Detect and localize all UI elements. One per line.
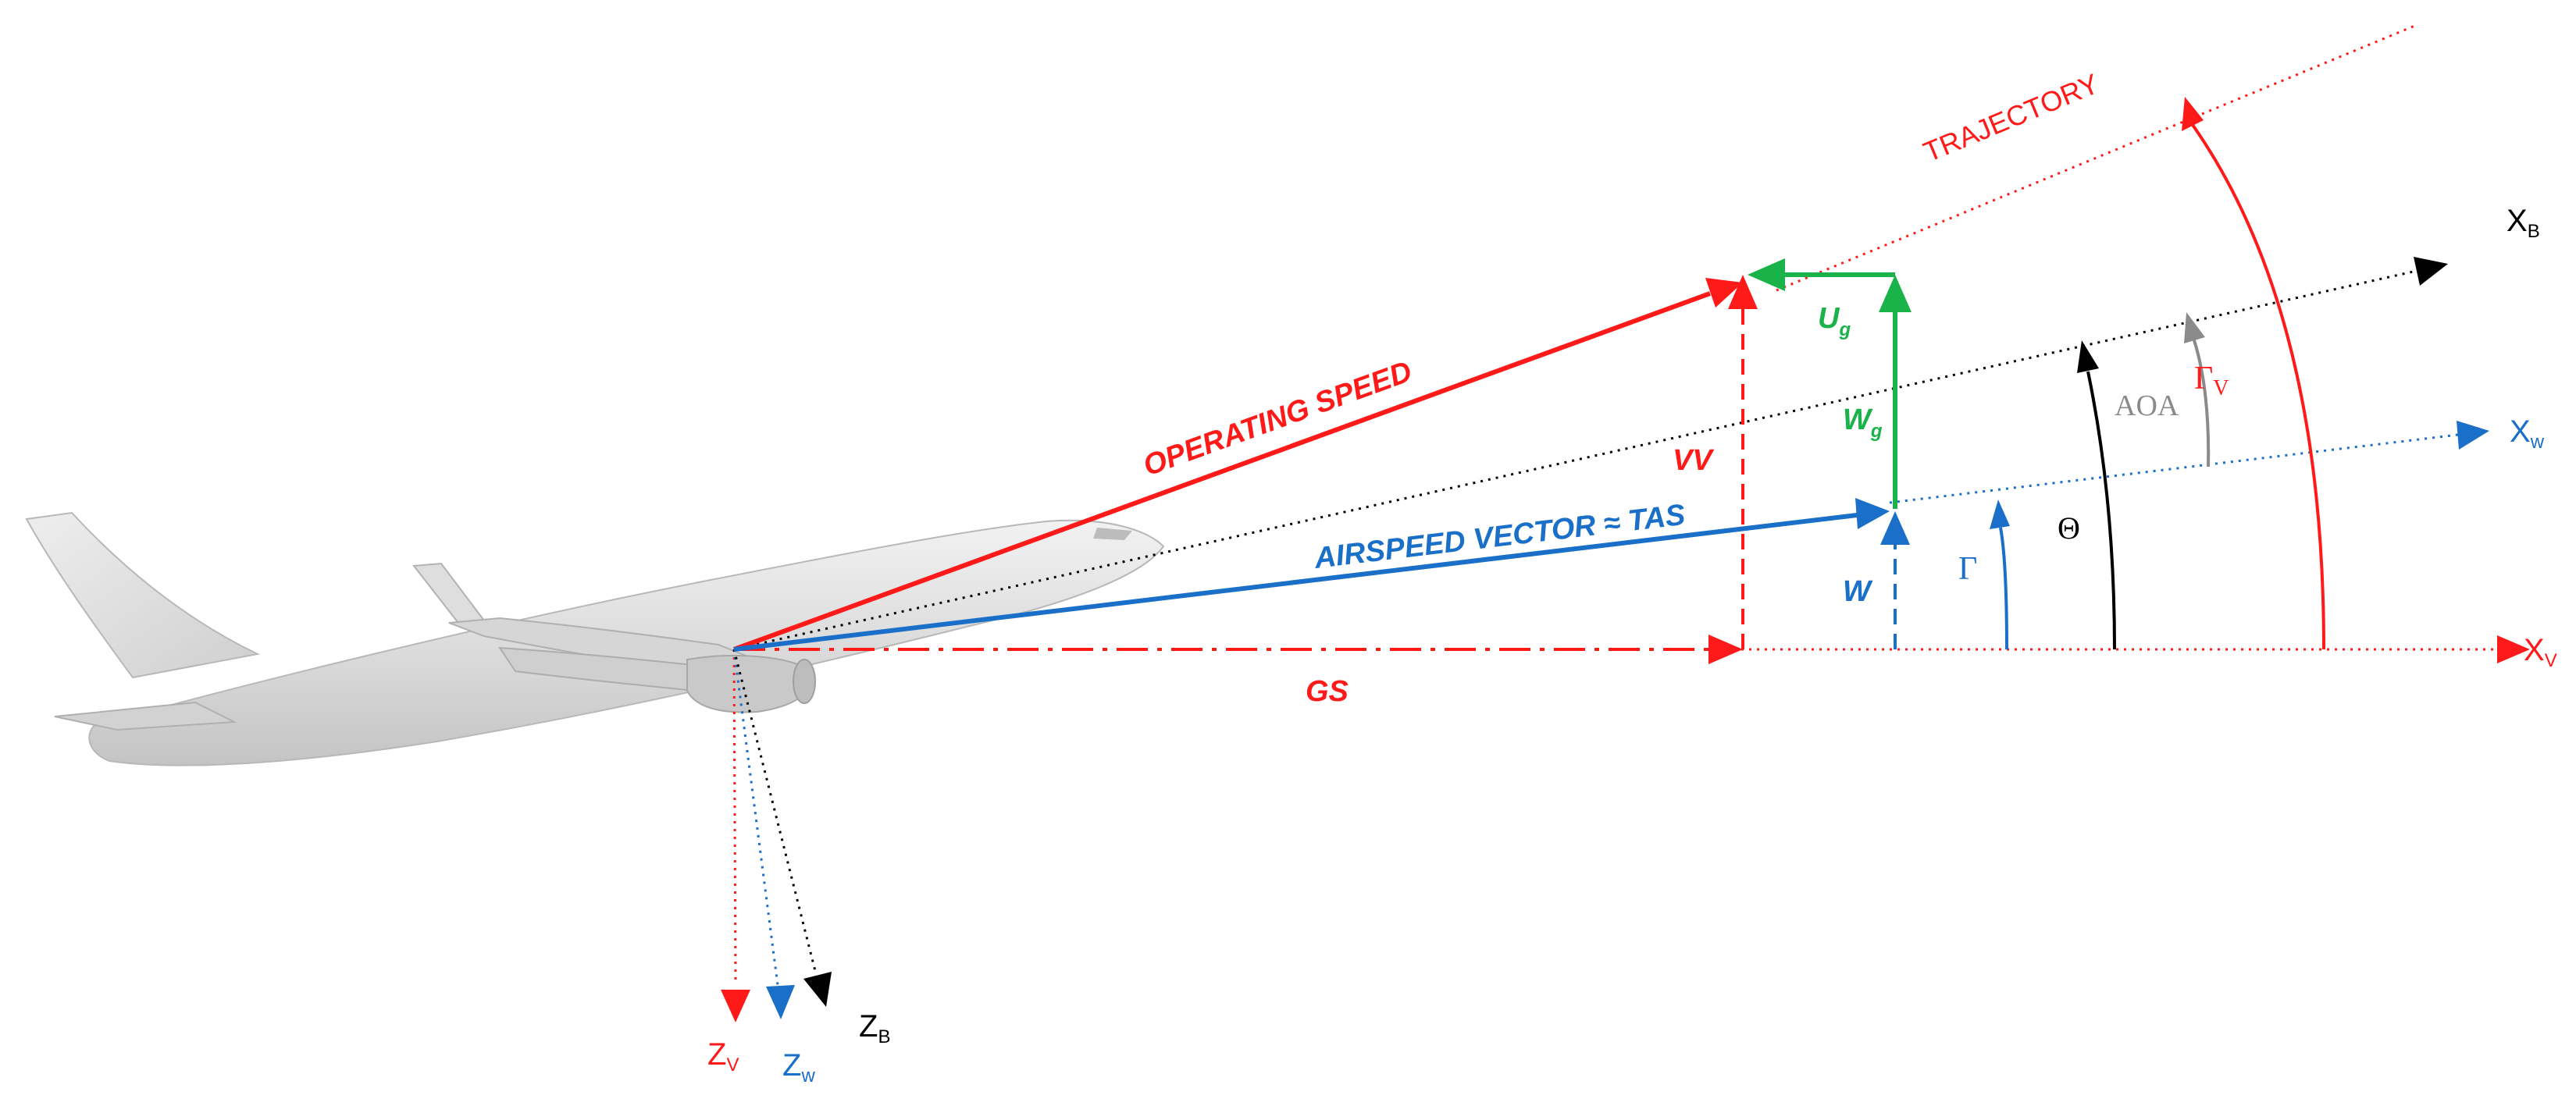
angle-arcs — [1990, 97, 2325, 650]
airspeed-vector-arrowhead — [1855, 498, 1890, 529]
aoa-arc-arrowhead — [2184, 312, 2205, 343]
vv-vector-arrowhead — [1728, 275, 1758, 309]
aircraft-winglet — [412, 562, 486, 628]
zw-axis-label: Zw — [782, 1048, 815, 1086]
aoa-label: AOA — [2115, 389, 2179, 422]
gs-label: GS — [1306, 675, 1349, 708]
zb-axis-line — [732, 649, 818, 975]
operating-speed-vector-arrowhead — [1705, 278, 1743, 308]
vv-label: VV — [1673, 444, 1714, 477]
aircraft-engine-inlet — [793, 659, 816, 704]
aircraft-vertical-tail — [25, 511, 261, 679]
zw-axis-line — [732, 649, 779, 986]
aircraft-illustration — [25, 511, 1165, 766]
operating-speed-label: OPERATING SPEED — [1139, 355, 1416, 482]
theta-arc-arrowhead — [2077, 340, 2099, 373]
trajectory-label: TRAJECTORY — [1919, 67, 2103, 168]
ug-label: Ug — [1818, 302, 1851, 340]
xv-axis-label: XV — [2524, 633, 2557, 671]
zv-axis-arrowhead — [721, 990, 750, 1022]
gamma-v-label: ΓV — [2194, 361, 2229, 400]
zv-axis-label: ZV — [707, 1037, 739, 1076]
operating-speed-vector-line — [732, 291, 1712, 652]
gamma-v-arc-arrowhead — [2182, 97, 2204, 131]
xb-axis-line — [733, 269, 2417, 651]
zb-axis-arrowhead — [803, 972, 832, 1007]
theta-arc — [2086, 371, 2116, 650]
zw-axis-arrowhead — [766, 985, 795, 1019]
xb-axis-arrowhead — [2414, 257, 2448, 286]
theta-label: Θ — [2058, 510, 2080, 546]
xw-axis-label: Xw — [2510, 414, 2545, 453]
airspeed-vector-label: AIRSPEED VECTOR ≈ TAS — [1312, 499, 1687, 575]
xw-axis-arrowhead — [2457, 421, 2489, 450]
w-label: W — [1843, 575, 1873, 608]
w-vector-arrowhead — [1880, 511, 1910, 545]
axis-labels: XB Xw XV ZV Zw ZB — [707, 204, 2557, 1086]
gamma-label: Γ — [1958, 551, 1977, 587]
angle-labels: Γ Θ AOA ΓV — [1958, 361, 2229, 587]
xv-axis-arrowhead — [2497, 635, 2530, 663]
aircraft-cockpit-window — [1093, 528, 1132, 540]
wg-label: Wg — [1843, 404, 1883, 442]
trajectory-line — [1776, 23, 2417, 292]
vector-labels: TRAJECTORY OPERATING SPEED AIRSPEED VECT… — [1139, 67, 2104, 708]
xb-axis-label: XB — [2507, 204, 2540, 242]
gs-vector-arrowhead — [1708, 635, 1743, 664]
ug-vector-arrowhead — [1748, 258, 1785, 291]
aoa-arc — [2193, 340, 2211, 468]
gamma-arc-arrowhead — [1990, 500, 2010, 529]
wg-vector-arrowhead — [1879, 275, 1912, 312]
velocity-vectors — [732, 258, 1912, 664]
aircraft-horizontal-stabilizer — [54, 701, 237, 731]
gamma-v-arc — [2191, 123, 2325, 650]
airspeed-vector-line — [733, 513, 1858, 652]
xw-axis-line — [1889, 433, 2459, 504]
zb-axis-label: ZB — [859, 1009, 890, 1047]
zv-axis-line — [732, 649, 737, 986]
gamma-arc — [1999, 527, 2008, 650]
